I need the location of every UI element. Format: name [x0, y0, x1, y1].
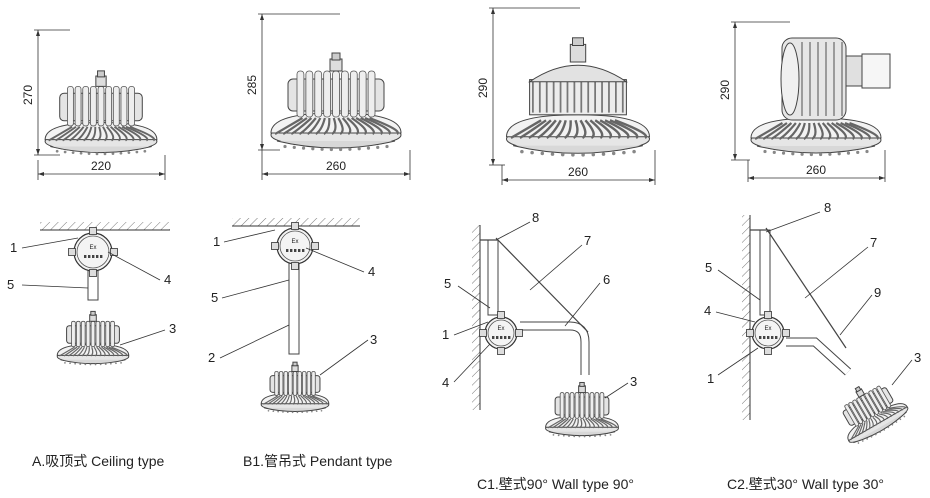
- callout-a-5: 5: [7, 277, 14, 292]
- callout-a-4: 4: [164, 272, 171, 287]
- lamp-b-dimension-drawing: [270, 52, 402, 152]
- callout-c1-1: 1: [442, 327, 449, 342]
- junction-box-b: [271, 222, 319, 270]
- lamp-a-dimension-drawing: [44, 70, 158, 156]
- callout-numbers: 1 5 4 3 1 4 5 2 3 8 7 6 5 1 4 3 8 7 5 9 …: [7, 200, 921, 390]
- caption-ceiling-type: A.吸顶式 Ceiling type: [32, 453, 165, 469]
- jbox-a-ex-mark: Ex: [89, 245, 96, 251]
- jbox-c1-ex-mark: Ex: [497, 326, 504, 332]
- callout-c1-5: 5: [444, 276, 451, 291]
- callout-c2-1: 1: [707, 371, 714, 386]
- caption-pendant-type: B1.管吊式 Pendant type: [243, 453, 393, 469]
- jbox-b-ex-mark: Ex: [291, 239, 298, 245]
- callout-c1-3: 3: [630, 374, 637, 389]
- lamp-c1-mounted: [545, 381, 619, 438]
- callout-b-4: 4: [368, 264, 375, 279]
- caption-wall-type-30: C2.壁式30° Wall type 30°: [727, 476, 884, 492]
- lamp-b-mounted: [260, 361, 330, 414]
- callout-c2-5: 5: [705, 260, 712, 275]
- callout-c2-7: 7: [870, 235, 877, 250]
- callout-c1-7: 7: [584, 233, 591, 248]
- junction-box-a: [68, 227, 118, 277]
- lamp-c2-side-dimension-drawing: [750, 37, 891, 157]
- dim-c1-width: 260: [568, 165, 588, 179]
- ceiling-a: [40, 222, 170, 230]
- dim-b-height: 285: [245, 75, 259, 95]
- dim-a-height: 270: [21, 85, 35, 105]
- callout-a-3: 3: [169, 321, 176, 336]
- lamp-c2-mounted: [842, 385, 909, 444]
- dim-c2-height: 290: [718, 80, 732, 100]
- dim-c2-width: 260: [806, 163, 826, 177]
- callout-c1-4: 4: [442, 375, 449, 390]
- wall-c1: [472, 225, 480, 410]
- callout-c2-8: 8: [824, 200, 831, 215]
- callout-b-3: 3: [370, 332, 377, 347]
- callout-b-2: 2: [208, 350, 215, 365]
- callout-b-1: 1: [213, 234, 220, 249]
- dimension-arrows: [36, 8, 885, 182]
- callout-c2-9: 9: [874, 285, 881, 300]
- caption-wall-type-90: C1.壁式90° Wall type 90°: [477, 476, 634, 492]
- ceiling-b: [232, 218, 360, 226]
- dim-c1-height: 290: [476, 78, 490, 98]
- lamp-a-mounted: [56, 310, 130, 366]
- callout-c2-4: 4: [704, 303, 711, 318]
- callout-c1-8: 8: [532, 210, 539, 225]
- jbox-c2-ex-mark: Ex: [764, 326, 771, 332]
- wall-c2: [742, 215, 750, 420]
- junction-box-c2: [746, 311, 790, 355]
- junction-box-c1: [479, 311, 523, 355]
- dimension-lines: [34, 7, 886, 185]
- callout-a-1: 1: [10, 240, 17, 255]
- dim-a-width: 220: [91, 159, 111, 173]
- callout-leaders: [21, 211, 913, 399]
- callout-c1-6: 6: [603, 272, 610, 287]
- dim-b-width: 260: [326, 159, 346, 173]
- mounting-hardware: [87, 227, 852, 376]
- callout-c2-3: 3: [914, 350, 921, 365]
- callout-b-5: 5: [211, 290, 218, 305]
- lamp-c1-dimension-drawing: [505, 37, 651, 157]
